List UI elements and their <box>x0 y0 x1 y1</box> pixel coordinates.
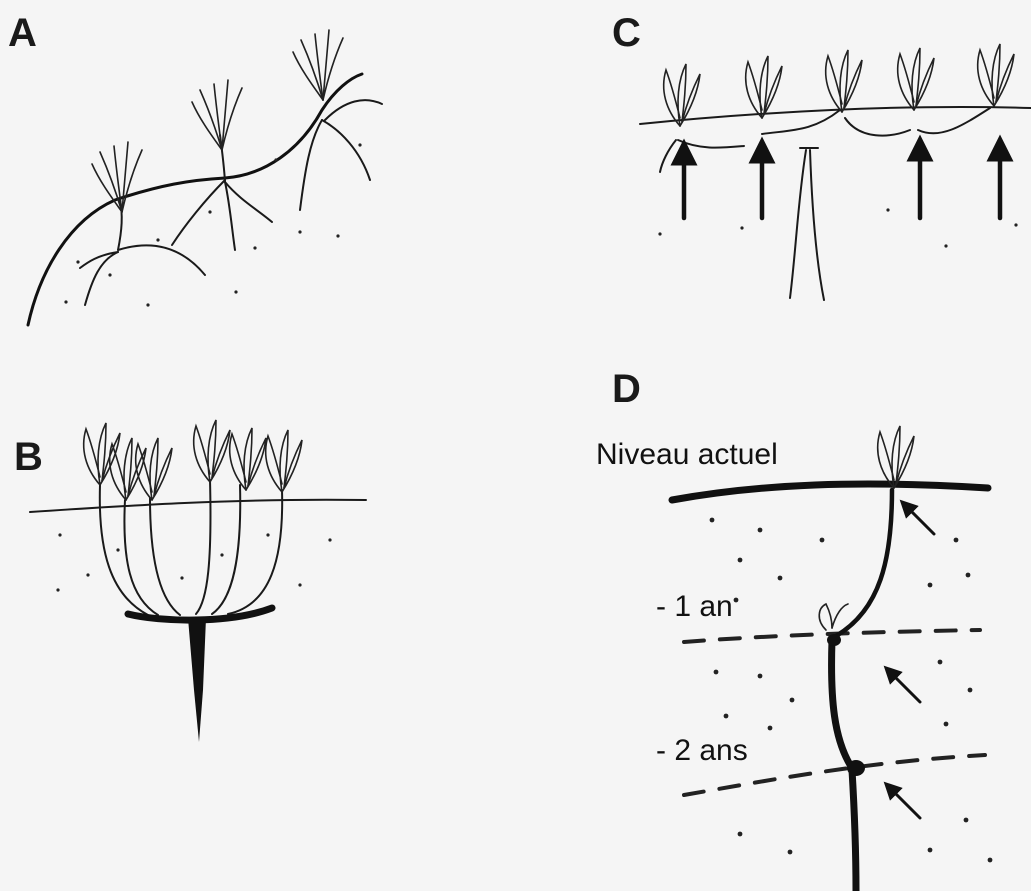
panel-d-letter: D <box>612 367 641 411</box>
panel-b: B <box>14 420 366 742</box>
panel-b-letter: B <box>14 435 43 479</box>
panel-d-drawing <box>672 426 992 891</box>
panel-b-drawing <box>30 420 366 742</box>
panel-c: C <box>612 11 1031 300</box>
current-level-label: Niveau actuel <box>596 438 778 471</box>
panel-d: D Niveau actuel - 1 an - 2 ans <box>596 367 992 891</box>
panel-a-drawing <box>28 30 382 325</box>
panel-c-drawing <box>640 44 1031 300</box>
one-year-label: - 1 an <box>656 590 733 623</box>
panel-a-letter: A <box>8 11 37 55</box>
panel-a: A <box>8 11 382 325</box>
panel-c-letter: C <box>612 11 641 55</box>
two-years-label: - 2 ans <box>656 734 748 767</box>
